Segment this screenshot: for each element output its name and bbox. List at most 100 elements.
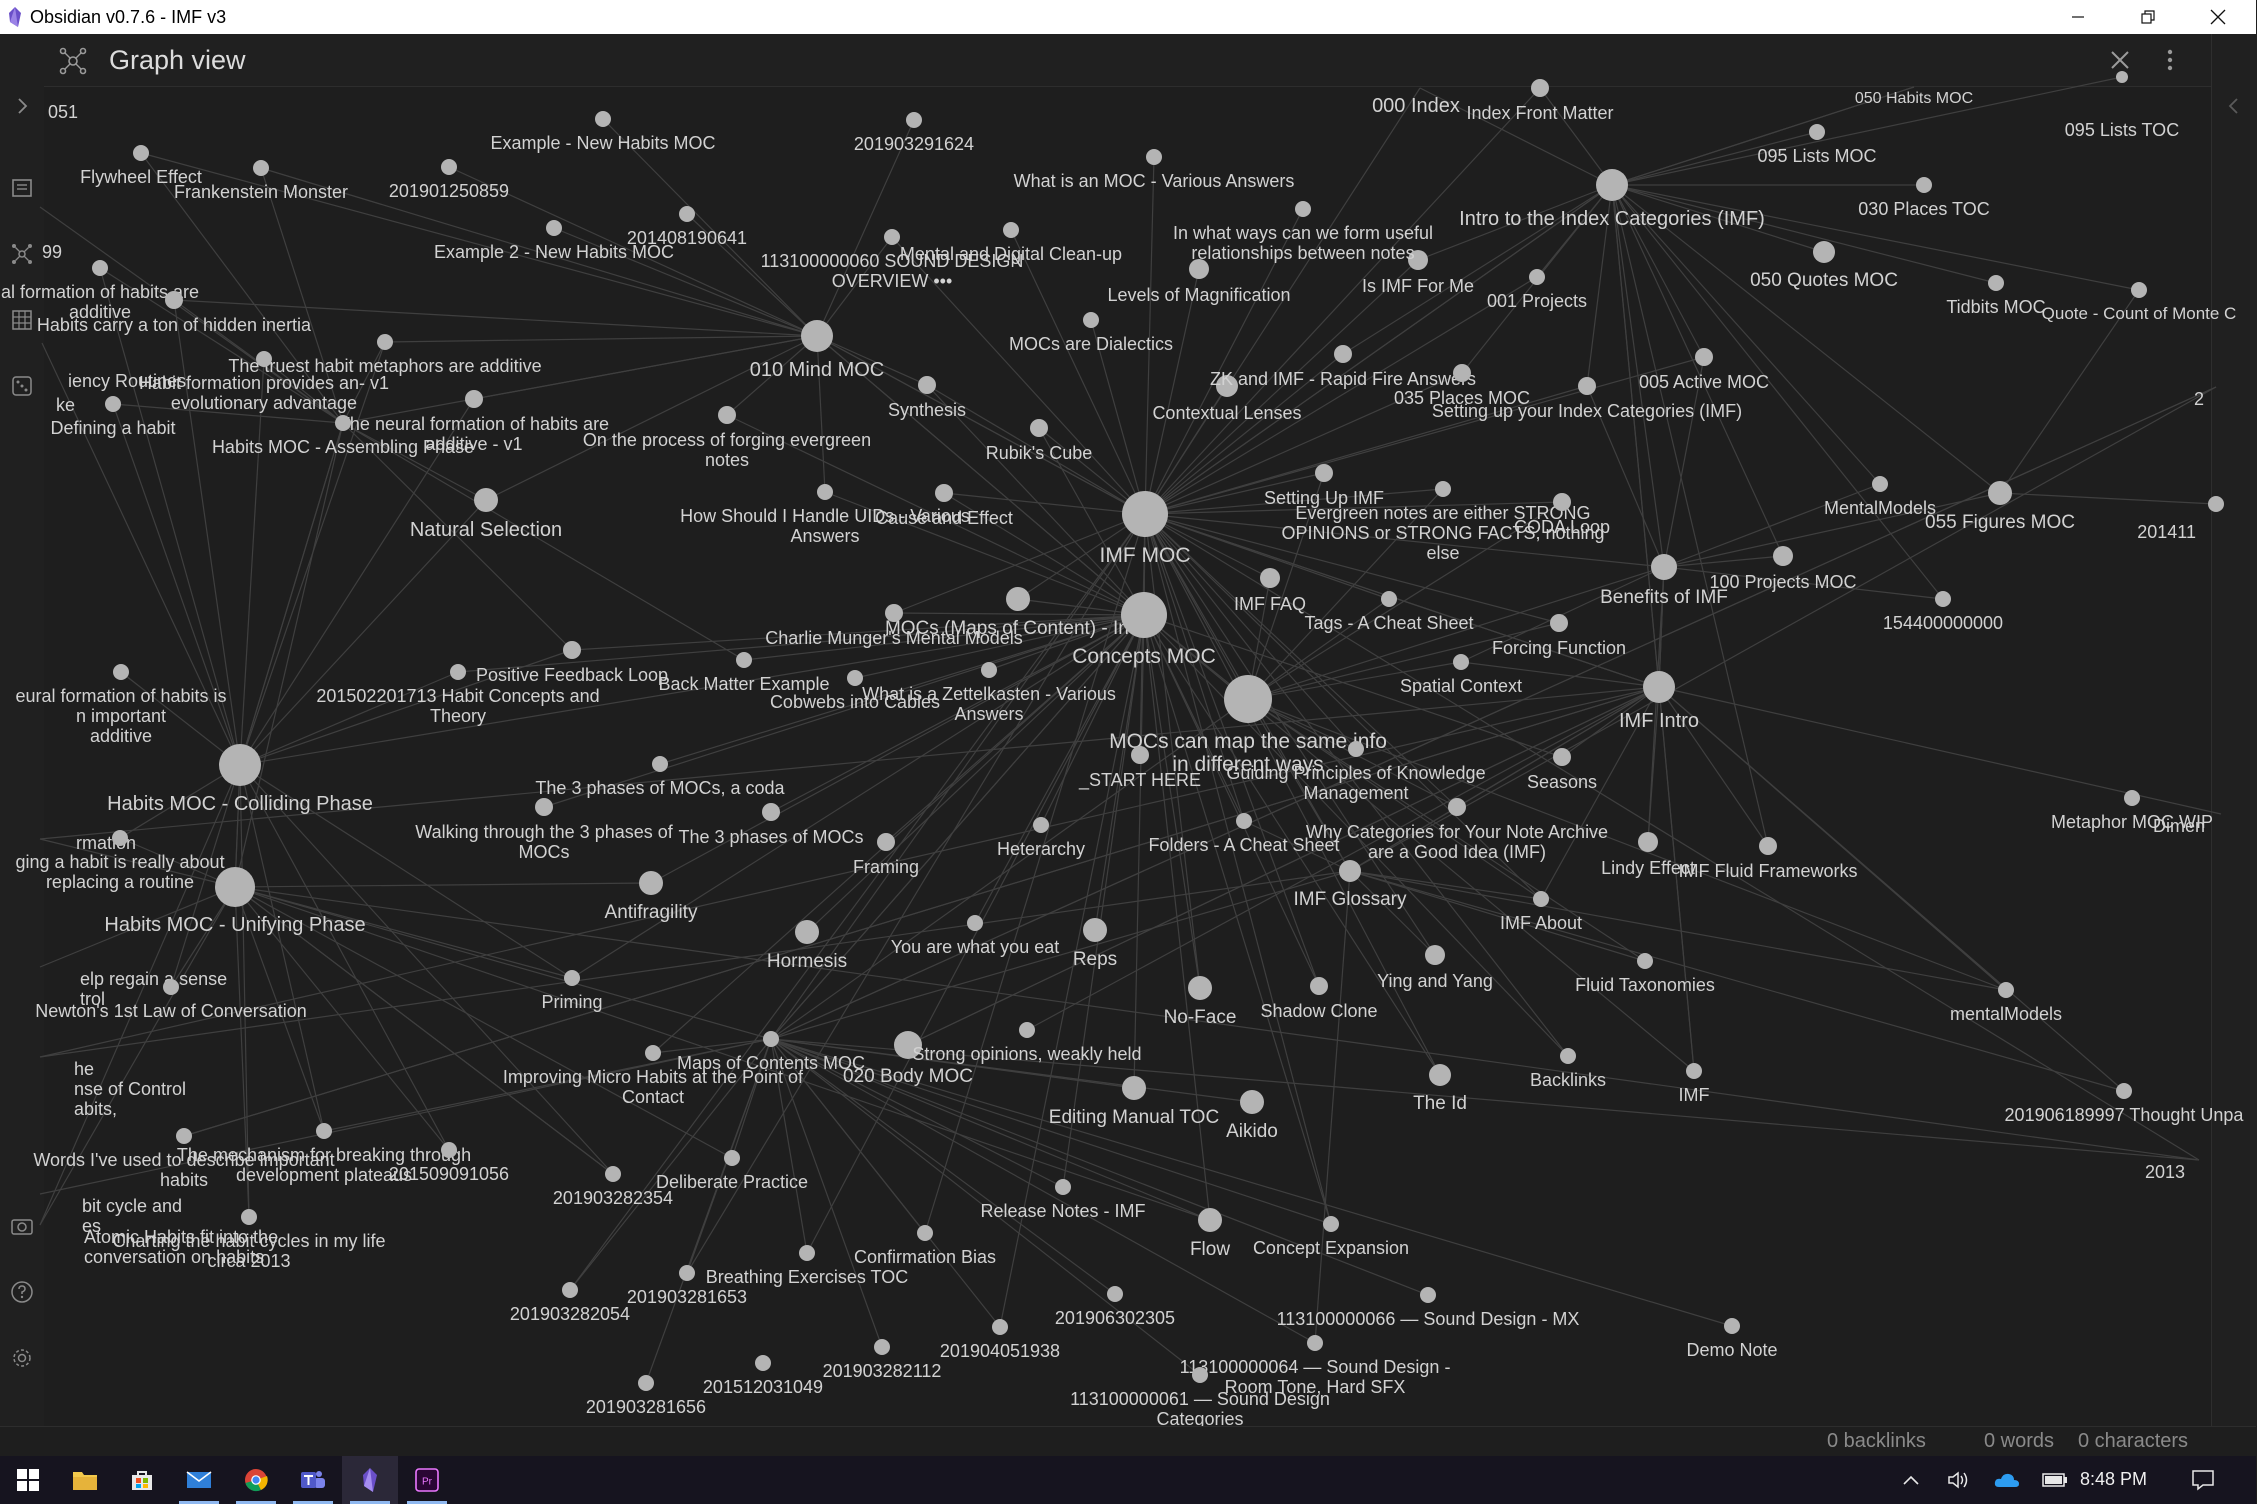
graph-node-dot[interactable]: [1935, 591, 1951, 607]
graph-node[interactable]: ZK and IMF - Rapid Fire Answers: [1210, 345, 1476, 389]
graph-node[interactable]: 201903291624: [854, 112, 974, 154]
graph-node[interactable]: 095 Lists MOC: [1757, 124, 1877, 166]
start-button[interactable]: [0, 1456, 56, 1504]
graph-node[interactable]: 201509091056: [389, 1142, 509, 1184]
file-explorer-button[interactable]: [10, 176, 34, 200]
graph-node[interactable]: Strong opinions, weakly held: [912, 1022, 1142, 1064]
graph-node[interactable]: Concept Expansion: [1253, 1216, 1409, 1258]
graph-node-dot[interactable]: [1637, 953, 1653, 969]
graph-node-dot[interactable]: [474, 488, 498, 512]
graph-node-dot[interactable]: [1988, 275, 2004, 291]
graph-node-dot[interactable]: [253, 160, 269, 176]
graph-node[interactable]: Release Notes - IMF: [980, 1179, 1146, 1221]
graph-node-dot[interactable]: [1122, 1076, 1146, 1100]
graph-node[interactable]: 99: [42, 242, 62, 262]
graph-node-dot[interactable]: [1773, 546, 1793, 566]
graph-node[interactable]: 005 Active MOC: [1639, 348, 1769, 392]
graph-node-dot[interactable]: [241, 1209, 257, 1225]
graph-node-dot[interactable]: [992, 1319, 1008, 1335]
graph-node-dot[interactable]: [1453, 364, 1471, 382]
graph-node[interactable]: The Id: [1413, 1064, 1467, 1114]
graph-node-dot[interactable]: [1240, 1090, 1264, 1114]
graph-node[interactable]: Charlie Munger's Mental Models: [765, 604, 1023, 648]
graph-node-dot[interactable]: [1531, 79, 1549, 97]
taskbar-premiere[interactable]: Pr: [399, 1456, 455, 1504]
graph-node-dot[interactable]: [133, 145, 149, 161]
graph-node[interactable]: 201903282112: [823, 1339, 942, 1381]
graph-node[interactable]: MOCs are Dialectics: [1009, 312, 1173, 354]
graph-node[interactable]: ke: [56, 395, 75, 415]
graph-node-dot[interactable]: [801, 320, 833, 352]
battery-button[interactable]: [2040, 1456, 2070, 1504]
help-button[interactable]: [10, 1280, 34, 1304]
graph-node[interactable]: 010 Mind MOC: [750, 320, 885, 381]
graph-node[interactable]: 035 Places MOC: [1394, 364, 1530, 408]
graph-node-dot[interactable]: [2208, 496, 2224, 512]
graph-node-dot[interactable]: [877, 833, 895, 851]
graph-node-dot[interactable]: [1429, 1064, 1451, 1086]
graph-node-dot[interactable]: [894, 1031, 922, 1059]
graph-node-dot[interactable]: [1381, 591, 1397, 607]
graph-node-dot[interactable]: [1107, 1286, 1123, 1302]
graph-node[interactable]: What is an MOC - Various Answers: [1014, 149, 1295, 191]
graph-node-dot[interactable]: [918, 376, 936, 394]
close-pane-button[interactable]: [2107, 47, 2133, 73]
graph-node-dot[interactable]: [1003, 222, 1019, 238]
graph-node-dot[interactable]: [652, 756, 668, 772]
volume-button[interactable]: [1944, 1456, 1972, 1504]
graph-node-dot[interactable]: [465, 390, 483, 408]
graph-node-dot[interactable]: [113, 664, 129, 680]
graph-node-dot[interactable]: [1651, 554, 1677, 580]
graph-node[interactable]: Cause and Effect: [875, 484, 1013, 528]
expand-sidebar-button[interactable]: [10, 94, 34, 118]
graph-node-dot[interactable]: [1425, 945, 1445, 965]
graph-node-dot[interactable]: [795, 920, 819, 944]
graph-node-dot[interactable]: [679, 1265, 695, 1281]
graph-node[interactable]: Ying and Yang: [1377, 945, 1493, 991]
graph-node-dot[interactable]: [535, 798, 553, 816]
graph-node-dot[interactable]: [718, 406, 736, 424]
graph-node-dot[interactable]: [1295, 201, 1311, 217]
graph-node[interactable]: IMF MOC: [1100, 491, 1191, 567]
graph-node[interactable]: Hormesis: [767, 920, 847, 972]
settings-button[interactable]: [10, 1346, 34, 1370]
graph-node-dot[interactable]: [817, 484, 833, 500]
graph-node-dot[interactable]: [2124, 790, 2140, 806]
graph-node[interactable]: 201903282054: [510, 1282, 630, 1324]
graph-node-dot[interactable]: [1453, 654, 1469, 670]
onedrive-button[interactable]: [1992, 1456, 2022, 1504]
graph-node-dot[interactable]: [1638, 832, 1658, 852]
taskbar-mail[interactable]: [171, 1456, 227, 1504]
graph-node-dot[interactable]: [847, 670, 863, 686]
graph-node[interactable]: Newton's 1st Law of Conversation: [35, 979, 307, 1021]
graph-node-dot[interactable]: [1006, 587, 1030, 611]
more-options-button[interactable]: [2157, 47, 2183, 73]
graph-node[interactable]: 050 Habits MOC: [1855, 90, 1973, 107]
graph-node[interactable]: 055 Figures MOC: [1925, 481, 2075, 533]
graph-node-dot[interactable]: [219, 744, 261, 786]
graph-node-dot[interactable]: [165, 291, 183, 309]
graph-node-dot[interactable]: [1998, 982, 2014, 998]
graph-node[interactable]: 2013: [2145, 1162, 2185, 1182]
graph-node-dot[interactable]: [441, 1142, 457, 1158]
graph-node[interactable]: IMF About: [1500, 891, 1582, 933]
graph-node-dot[interactable]: [1448, 798, 1466, 816]
graph-node[interactable]: Synthesis: [888, 376, 966, 420]
graph-node-dot[interactable]: [1121, 592, 1167, 638]
graph-node[interactable]: Metaphor MOC WIP: [2051, 790, 2213, 832]
graph-node-dot[interactable]: [1813, 241, 1835, 263]
graph-node[interactable]: 201408190641: [627, 206, 747, 248]
graph-node[interactable]: Tags - A Cheat Sheet: [1304, 591, 1474, 633]
graph-node[interactable]: Example 2 - New Habits MOC: [434, 220, 674, 262]
graph-node[interactable]: 095 Lists TOC: [2065, 71, 2179, 140]
